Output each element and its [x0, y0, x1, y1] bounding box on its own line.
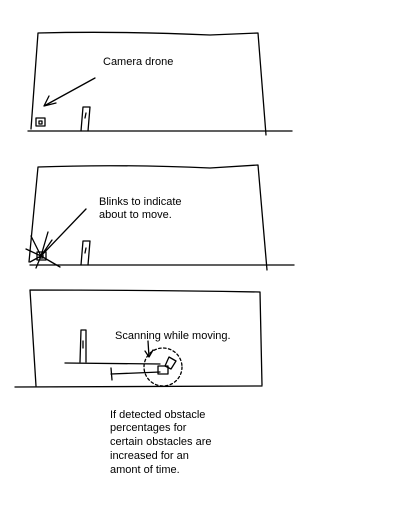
panel-3-ground [14, 385, 263, 388]
note-line-4: increased for an [110, 450, 189, 462]
obstacle-pillar [80, 106, 91, 132]
panel-2-frame [28, 164, 268, 271]
note-line-5: amont of time. [110, 464, 180, 476]
panel-3-frame [29, 289, 263, 387]
pointer-arrow [43, 77, 96, 107]
caption-blinks-line-2: about to move. [99, 209, 172, 221]
panel-1 [27, 31, 293, 136]
camera-drone-icon [35, 117, 46, 127]
note-line-1: If detected obstacle [110, 409, 206, 421]
caption-blinks-line-1: Blinks to indicate [99, 196, 182, 208]
camera-drone-icon [157, 356, 177, 375]
panel-3 [14, 289, 263, 388]
camera-drone-icon [36, 251, 47, 261]
panel-2 [25, 164, 295, 271]
blink-lines [25, 208, 87, 269]
obstacle-pillar [80, 240, 91, 266]
travel-path [64, 362, 161, 381]
note-line-2: percentages for [110, 422, 187, 434]
panel-1-frame [30, 31, 267, 136]
obstacle-pillar [79, 329, 87, 363]
note-line-3: certain obstacles are [110, 436, 212, 448]
caption-scanning: Scanning while moving. [115, 330, 231, 342]
caption-camera-drone: Camera drone [103, 56, 174, 68]
scan-circle [143, 347, 183, 387]
